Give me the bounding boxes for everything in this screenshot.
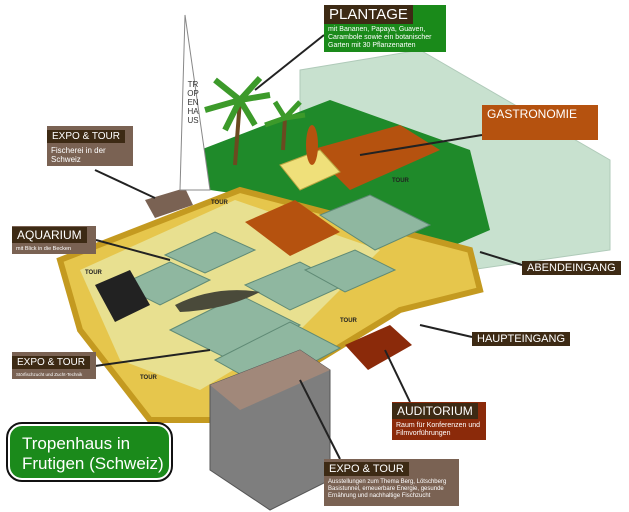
expo-stoer-title: EXPO & TOUR [12,356,90,369]
expo-berg-label: EXPO & TOUR Ausstellungen zum Thema Berg… [324,459,459,506]
aquarium-title: AQUARIUM [12,227,87,243]
auditorium-label: AUDITORIUM Raum für Konferenzen und Film… [392,402,486,441]
expo-fischerei-label: EXPO & TOUR Fischerei in der Schweiz [47,126,133,167]
expo-block-roof [210,350,330,410]
tour-marker: TOUR [211,200,228,206]
tour-marker: TOUR [340,318,357,324]
tour-marker: TOUR [140,375,157,381]
expo-fischerei-title: EXPO & TOUR [47,130,125,143]
black-tank [95,270,150,322]
haupteingang-label: HAUPTEINGANG [472,329,571,347]
palm-trees [204,75,306,166]
sturgeon-fish [175,290,260,312]
plantage-label: PLANTAGE mit Bananen, Papaya, Guaven, Ca… [324,5,446,53]
expo-fischerei-text: Fischerei in der Schweiz [51,146,106,165]
fountain [279,149,341,191]
aquarium-text: mit Blick in die Becken [16,246,72,252]
expo-stoer-text: Störfischzucht und Zucht-Technik [16,372,83,377]
gastronomie-label: GASTRONOMIE [482,105,598,140]
auditorium-room [345,325,412,370]
tour-marker: TOUR [85,270,102,276]
leader-lines [94,34,523,460]
tower [179,14,211,191]
auditorium-title: AUDITORIUM [392,403,478,419]
expo-berg-title: EXPO & TOUR [324,462,409,476]
abendeingang-title: ABENDEINGANG [522,261,621,275]
fountain-sculpture [306,125,318,165]
aquarium-label: AQUARIUM mit Blick in die Becken [12,226,96,255]
expo-fischerei-room [145,188,193,218]
tour-marker: TOUR [392,178,409,184]
gastro-terrace [310,125,440,190]
abendeingang-label: ABENDEINGANG [522,258,621,276]
haupteingang-title: HAUPTEINGANG [472,332,571,346]
tower-label: TROPENHAUS [187,80,199,125]
expo-berg-text: Ausstellungen zum Thema Berg, Lötschberg… [328,479,447,499]
auditorium-text: Raum für Konferenzen und Filmvorführunge… [396,422,481,438]
gastro-room [245,200,340,256]
plantage-text: mit Bananen, Papaya, Guaven, Carambole s… [328,26,432,50]
title-badge: Tropenhaus in Frutigen (Schweiz) [6,422,173,482]
gastronomie-title: GASTRONOMIE [482,106,583,122]
plantage-title: PLANTAGE [324,5,413,24]
expo-stoer-label: EXPO & TOUR Störfischzucht und Zucht-Tec… [12,352,96,380]
